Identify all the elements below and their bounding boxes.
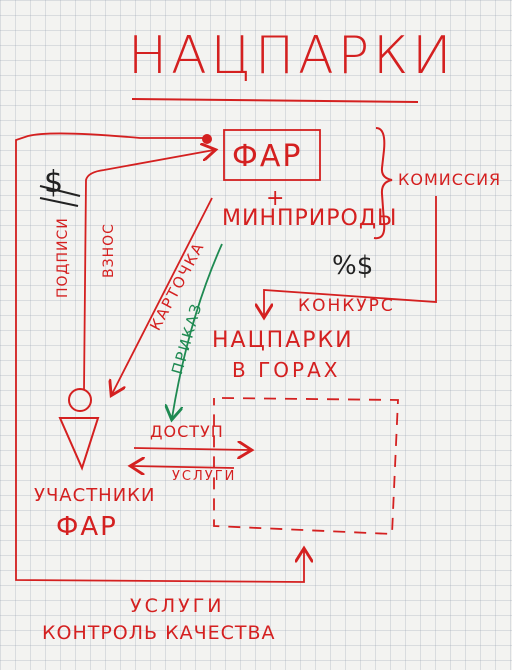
uslugi-big-label: УСЛУГИ [130, 595, 225, 617]
konkurs-label: КОНКУРС [298, 296, 395, 316]
far-entry-dot [202, 134, 212, 144]
komissiya-label: КОМИССИЯ [398, 170, 502, 189]
participant-head-icon [68, 388, 92, 412]
far-box [223, 129, 321, 181]
dostup-label: ДОСТУП [150, 422, 224, 441]
prikaz-arrow [172, 243, 223, 418]
uslugi-arrow [132, 466, 235, 468]
participant-body-icon [58, 417, 100, 471]
natsparki-dashed-box [213, 397, 399, 535]
dollar-strike-2 [39, 197, 79, 207]
title-underline [131, 98, 419, 103]
natsparki-label: НАЦПАРКИ [212, 328, 354, 353]
konkurs-arrow [264, 196, 437, 316]
minprirody-label: МИНПРИРОДЫ [222, 206, 398, 231]
kontrol-label: КОНТРОЛЬ КАЧЕСТВА [42, 622, 276, 644]
plus-sign: + [266, 186, 285, 211]
dostup-arrow [133, 448, 250, 450]
dollar-icon: $ [44, 165, 64, 200]
podpisi-label: ПОДПИСИ [55, 217, 71, 298]
vznos-label: ВЗНОС [101, 223, 117, 278]
page-title: НАЦПАРКИ [128, 26, 456, 86]
v-gorah-label: В ГОРАХ [232, 358, 341, 382]
dollar-strike [39, 185, 81, 197]
uslugi-small-label: УСЛУГИ [172, 469, 237, 484]
far-label: ФАР [232, 139, 303, 174]
far-small-label: ФАР [56, 512, 118, 542]
komissiya-brace [373, 127, 393, 240]
uchastniki-label: УЧАСТНИКИ [34, 485, 156, 506]
kartochka-arrow [112, 197, 213, 394]
percent-dollar-label: %$ [332, 251, 374, 281]
vznos-line [83, 150, 214, 391]
outer-loop-line [15, 132, 304, 583]
